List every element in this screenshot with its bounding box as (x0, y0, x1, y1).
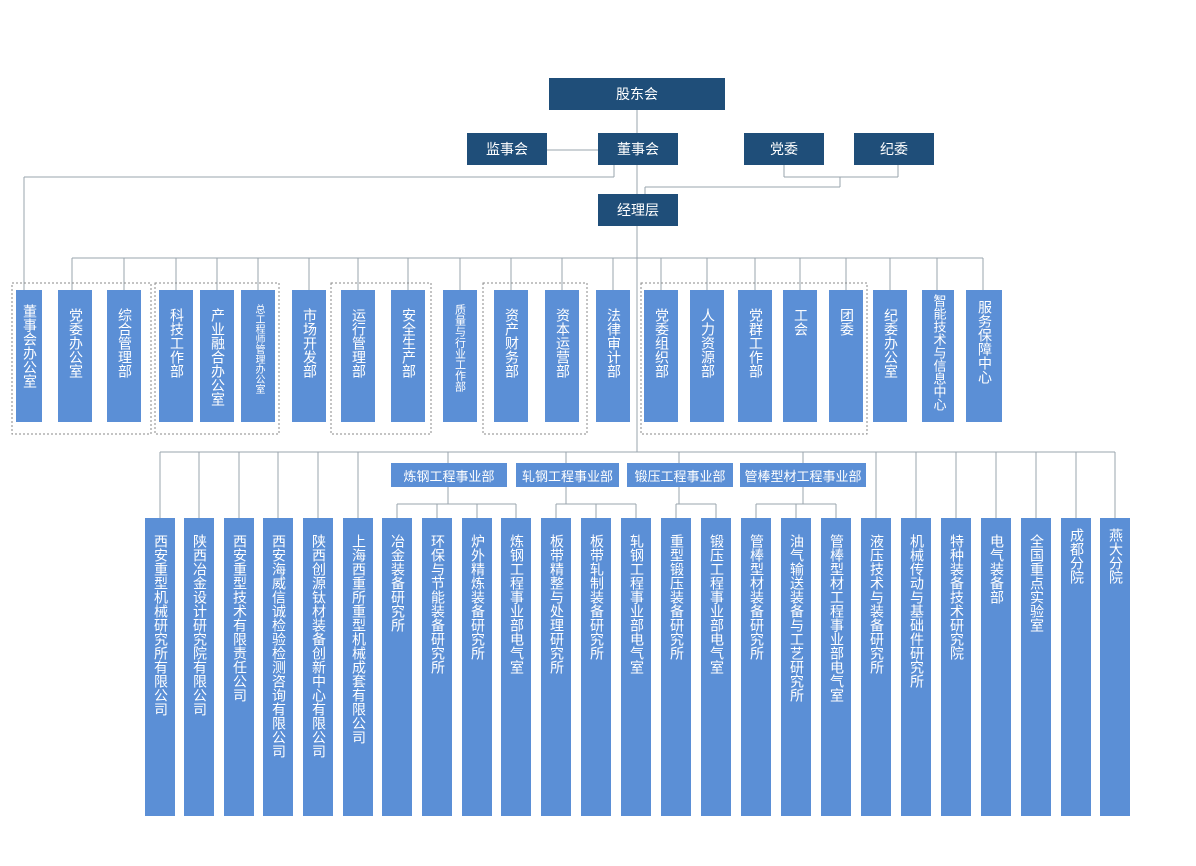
department-box: 质量与行业工作部 (443, 290, 477, 422)
institute-box: 重型锻压装备研究所 (661, 518, 691, 816)
institute-box: 板带轧制装备研究所 (581, 518, 611, 816)
institute-box: 电气装备部 (981, 518, 1011, 816)
institute-box: 冶金装备研究所 (382, 518, 412, 816)
institute-box: 机械传动与基础件研究所 (901, 518, 931, 816)
department-box: 总工程师管理办公室 (241, 290, 275, 422)
institute-box: 炼钢工程事业部电气室 (501, 518, 531, 816)
department-box: 服务保障中心 (966, 290, 1002, 422)
department-box: 党委组织部 (644, 290, 678, 422)
department-box: 资产财务部 (494, 290, 528, 422)
institute-box: 油气输送装备与工艺研究所 (781, 518, 811, 816)
department-box: 产业融合办公室 (200, 290, 234, 422)
department-box: 团委 (829, 290, 863, 422)
institute-box: 环保与节能装备研究所 (422, 518, 452, 816)
department-box: 纪委办公室 (873, 290, 907, 422)
department-box: 资本运营部 (545, 290, 579, 422)
business-unit-box: 炼钢工程事业部 (391, 463, 507, 487)
institute-box: 特种装备技术研究院 (941, 518, 971, 816)
institute-box: 西安重型技术有限责任公司 (224, 518, 254, 816)
department-box: 人力资源部 (690, 290, 724, 422)
business-unit-box: 管棒型材工程事业部 (740, 463, 866, 487)
party-box: 党委 (744, 133, 824, 165)
institute-box: 炉外精炼装备研究所 (462, 518, 492, 816)
institute-box: 锻压工程事业部电气室 (701, 518, 731, 816)
department-box: 董事会办公室 (16, 290, 42, 422)
board-box: 董事会 (598, 133, 678, 165)
business-unit-box: 锻压工程事业部 (627, 463, 733, 487)
institute-box: 板带精整与处理研究所 (541, 518, 571, 816)
department-box: 科技工作部 (159, 290, 193, 422)
department-box: 综合管理部 (107, 290, 141, 422)
institute-box: 轧钢工程事业部电气室 (621, 518, 651, 816)
department-box: 党委办公室 (58, 290, 92, 422)
shareholders-box: 股东会 (549, 78, 725, 110)
management-box: 经理层 (598, 194, 678, 226)
department-box: 法律审计部 (596, 290, 630, 422)
department-box: 智能技术与信息中心 (922, 290, 954, 422)
department-box: 工会 (783, 290, 817, 422)
department-box: 党群工作部 (738, 290, 772, 422)
institute-box: 陕西冶金设计研究院有限公司 (184, 518, 214, 816)
institute-box: 管棒型材装备研究所 (741, 518, 771, 816)
institute-box: 陕西创源钛材装备创新中心有限公司 (303, 518, 333, 816)
institute-box: 液压技术与装备研究所 (861, 518, 891, 816)
institute-box: 管棒型材工程事业部电气室 (821, 518, 851, 816)
institute-box: 成都分院 (1061, 518, 1091, 816)
institute-box: 西安重型机械研究所有限公司 (145, 518, 175, 816)
discipline-box: 纪委 (854, 133, 934, 165)
department-box: 运行管理部 (341, 290, 375, 422)
institute-box: 全国重点实验室 (1021, 518, 1051, 816)
department-box: 安全生产部 (391, 290, 425, 422)
institute-box: 上海西重所重型机械成套有限公司 (343, 518, 373, 816)
institute-box: 西安海威信诚检验检测咨询有限公司 (263, 518, 293, 816)
department-box: 市场开发部 (292, 290, 326, 422)
business-unit-box: 轧钢工程事业部 (516, 463, 619, 487)
institute-box: 燕大分院 (1100, 518, 1130, 816)
supervisors-box: 监事会 (467, 133, 547, 165)
